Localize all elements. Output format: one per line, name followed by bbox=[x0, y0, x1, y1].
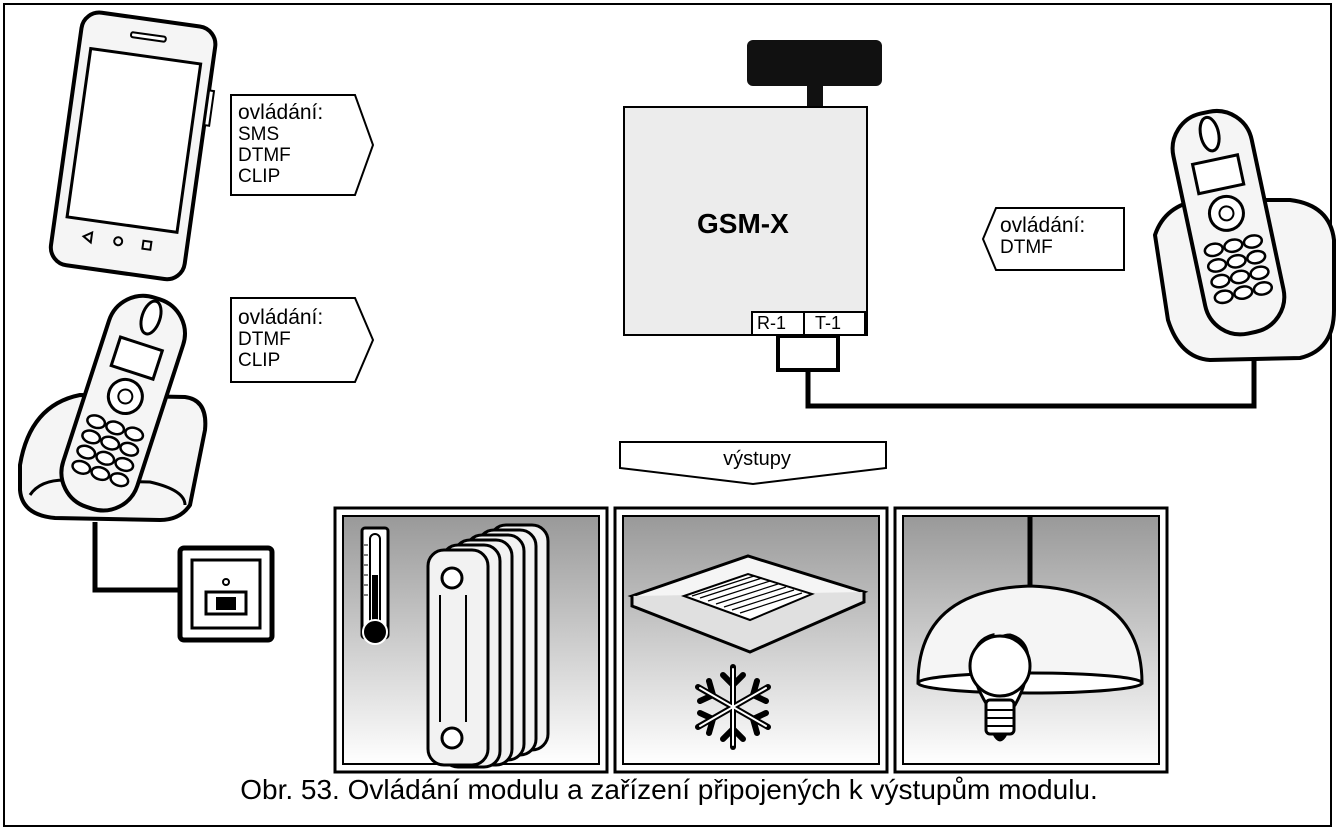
module-cable bbox=[805, 355, 1257, 409]
landline-cable bbox=[92, 522, 180, 593]
air-conditioner-icon bbox=[627, 554, 869, 654]
smartphone-icon bbox=[48, 10, 218, 282]
callout-mobile-shape bbox=[230, 94, 375, 196]
cordless-phone-icon bbox=[18, 293, 208, 523]
antenna-icon bbox=[747, 40, 882, 108]
callout-mobile-line-sms: SMS bbox=[238, 124, 280, 145]
thermometer-icon bbox=[360, 526, 390, 645]
light-bulb-icon bbox=[968, 633, 1032, 742]
figure-frame bbox=[3, 3, 1332, 827]
module-name: GSM-X bbox=[697, 208, 789, 239]
callout-landline-line-dtmf: DTMF bbox=[238, 329, 291, 350]
callout-gsm-phone-heading: ovládání: bbox=[1000, 214, 1086, 237]
port-t1-label: T-1 bbox=[815, 313, 842, 333]
port-r1-label: R-1 bbox=[757, 313, 787, 333]
callout-gsm-phone: ovládání: DTMF bbox=[1000, 214, 1085, 258]
outputs-label: výstupy bbox=[723, 448, 791, 470]
snowflake-icon bbox=[695, 664, 771, 750]
callout-mobile: ovládání: SMS DTMF CLIP bbox=[238, 101, 323, 187]
callout-gsm-phone-shape bbox=[981, 207, 1125, 271]
callout-mobile-line-clip: CLIP bbox=[238, 166, 281, 187]
callout-gsm-phone-line-dtmf: DTMF bbox=[1000, 237, 1053, 258]
outputs-arrow bbox=[619, 441, 887, 486]
callout-landline: ovládání: DTMF CLIP bbox=[238, 306, 323, 371]
phone-socket-icon bbox=[177, 545, 275, 643]
callout-landline-line-clip: CLIP bbox=[238, 350, 281, 371]
radiator-icon bbox=[426, 523, 550, 769]
callout-mobile-line-dtmf: DTMF bbox=[238, 145, 291, 166]
figure-caption: Obr. 53. Ovládání modulu a zařízení přip… bbox=[240, 774, 1098, 805]
gsm-module-box bbox=[623, 106, 868, 336]
port-connector bbox=[776, 334, 840, 372]
callout-mobile-heading: ovládání: bbox=[238, 101, 324, 124]
cordless-phone-icon-right bbox=[1152, 109, 1336, 363]
callout-landline-heading: ovládání: bbox=[238, 306, 324, 329]
callout-landline-shape bbox=[230, 297, 375, 383]
